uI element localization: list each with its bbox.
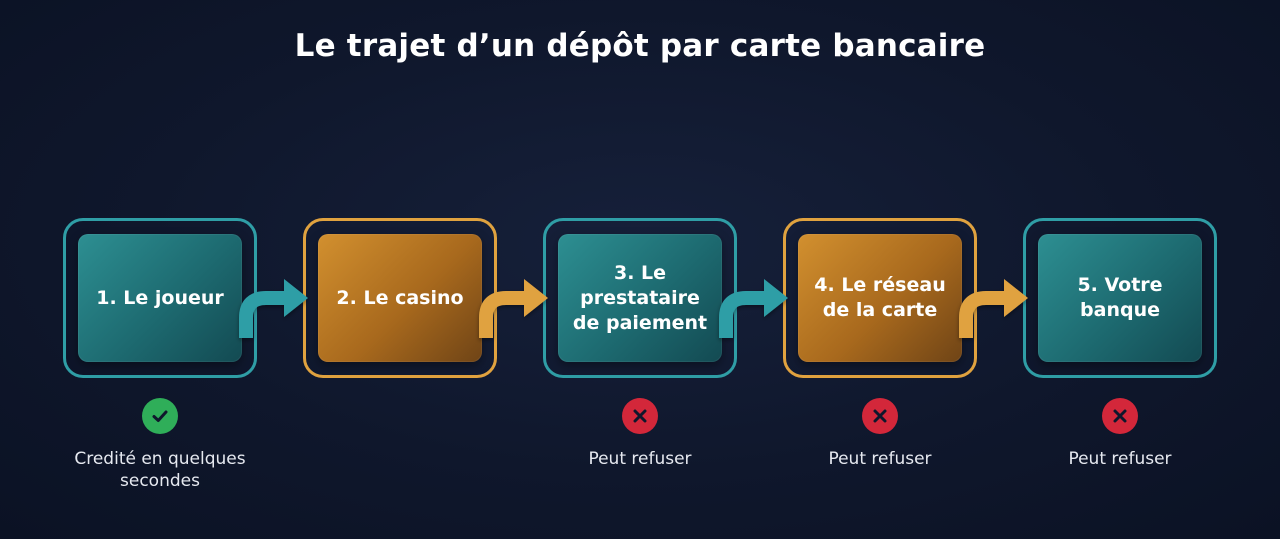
status-text-4: Peut refuser (828, 449, 932, 469)
step-3-box: 3. Le prestataire de paiement (558, 234, 722, 362)
status-text-3: Peut refuser (588, 449, 692, 469)
diagram-title: Le trajet d’un dépôt par carte bancaire (294, 28, 986, 64)
step-5-label: 5. Votre banque (1077, 274, 1163, 321)
check-icon (142, 398, 178, 434)
step-1-label: 1. Le joueur (96, 286, 224, 309)
arrow-4-to-5 (959, 279, 1028, 338)
step-5-frame: 5. Votre banque (1023, 218, 1217, 378)
status-text-5: Peut refuser (1068, 449, 1172, 469)
step-2-label: 2. Le casino (336, 286, 464, 309)
arrow-3-to-4 (719, 279, 788, 338)
step-4-box: 4. Le réseau de la carte (798, 234, 962, 362)
cross-icon (622, 398, 658, 434)
cross-icon (1102, 398, 1138, 434)
status-step-1: Credité en quelques secondes (50, 398, 270, 492)
step-2-box: 2. Le casino (318, 234, 482, 362)
step-1-box: 1. Le joueur (78, 234, 242, 362)
step-5-box: 5. Votre banque (1038, 234, 1202, 362)
step-4-label: 4. Le réseau de la carte (814, 274, 946, 321)
status-step-4: Peut refuser (770, 398, 990, 470)
step-4-frame: 4. Le réseau de la carte (783, 218, 977, 378)
arrow-2-to-3 (479, 279, 548, 338)
status-step-3: Peut refuser (530, 398, 750, 470)
cross-icon (862, 398, 898, 434)
status-step-5: Peut refuser (1010, 398, 1230, 470)
step-1-frame: 1. Le joueur (63, 218, 257, 378)
arrow-1-to-2 (239, 279, 308, 338)
status-text-1: Credité en quelques secondes (74, 449, 246, 491)
step-3-label: 3. Le prestataire de paiement (572, 261, 708, 334)
